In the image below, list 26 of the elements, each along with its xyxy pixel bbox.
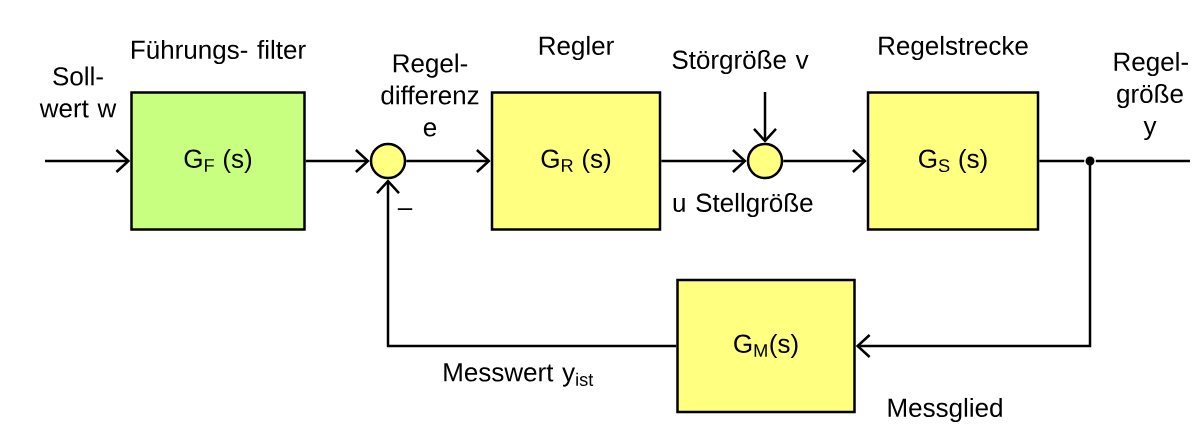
signal-arrow bbox=[783, 149, 867, 173]
summing-junction bbox=[746, 142, 784, 180]
transfer-block: G$_{M}$(s) bbox=[676, 278, 856, 414]
signal-arrow bbox=[376, 179, 677, 348]
signal-label: Soll- wert w bbox=[39, 66, 117, 118]
block-title: Führungs- filter bbox=[132, 39, 306, 65]
signal-label: Messwert y$_{ist}$ bbox=[444, 363, 594, 387]
signal-label: Störgröße v bbox=[672, 49, 809, 75]
transfer-block: G$_{R}$ (s) bbox=[490, 91, 662, 231]
signal-arrow bbox=[855, 161, 1092, 358]
block-title: Regler bbox=[539, 35, 614, 61]
signal-arrow bbox=[406, 149, 491, 173]
signal-arrow bbox=[661, 149, 747, 173]
signal-label: Regel- größe y bbox=[1114, 51, 1188, 141]
signal-arrow bbox=[753, 92, 777, 143]
transfer-block: G$_{S}$ (s) bbox=[866, 91, 1040, 231]
signal-label: Regel- differenz e bbox=[381, 53, 479, 137]
minus-sign: – bbox=[397, 208, 413, 210]
summing-junction bbox=[369, 142, 407, 180]
signal-arrow bbox=[305, 149, 370, 173]
block-title: Regelstrecke bbox=[879, 35, 1028, 61]
branch-point bbox=[1085, 156, 1095, 166]
transfer-block: G$_{F}$ (s) bbox=[130, 91, 306, 231]
signal-label: u Stellgröße bbox=[673, 192, 813, 218]
block-caption: Messglied bbox=[888, 397, 1002, 423]
signal-arrow bbox=[45, 149, 131, 173]
